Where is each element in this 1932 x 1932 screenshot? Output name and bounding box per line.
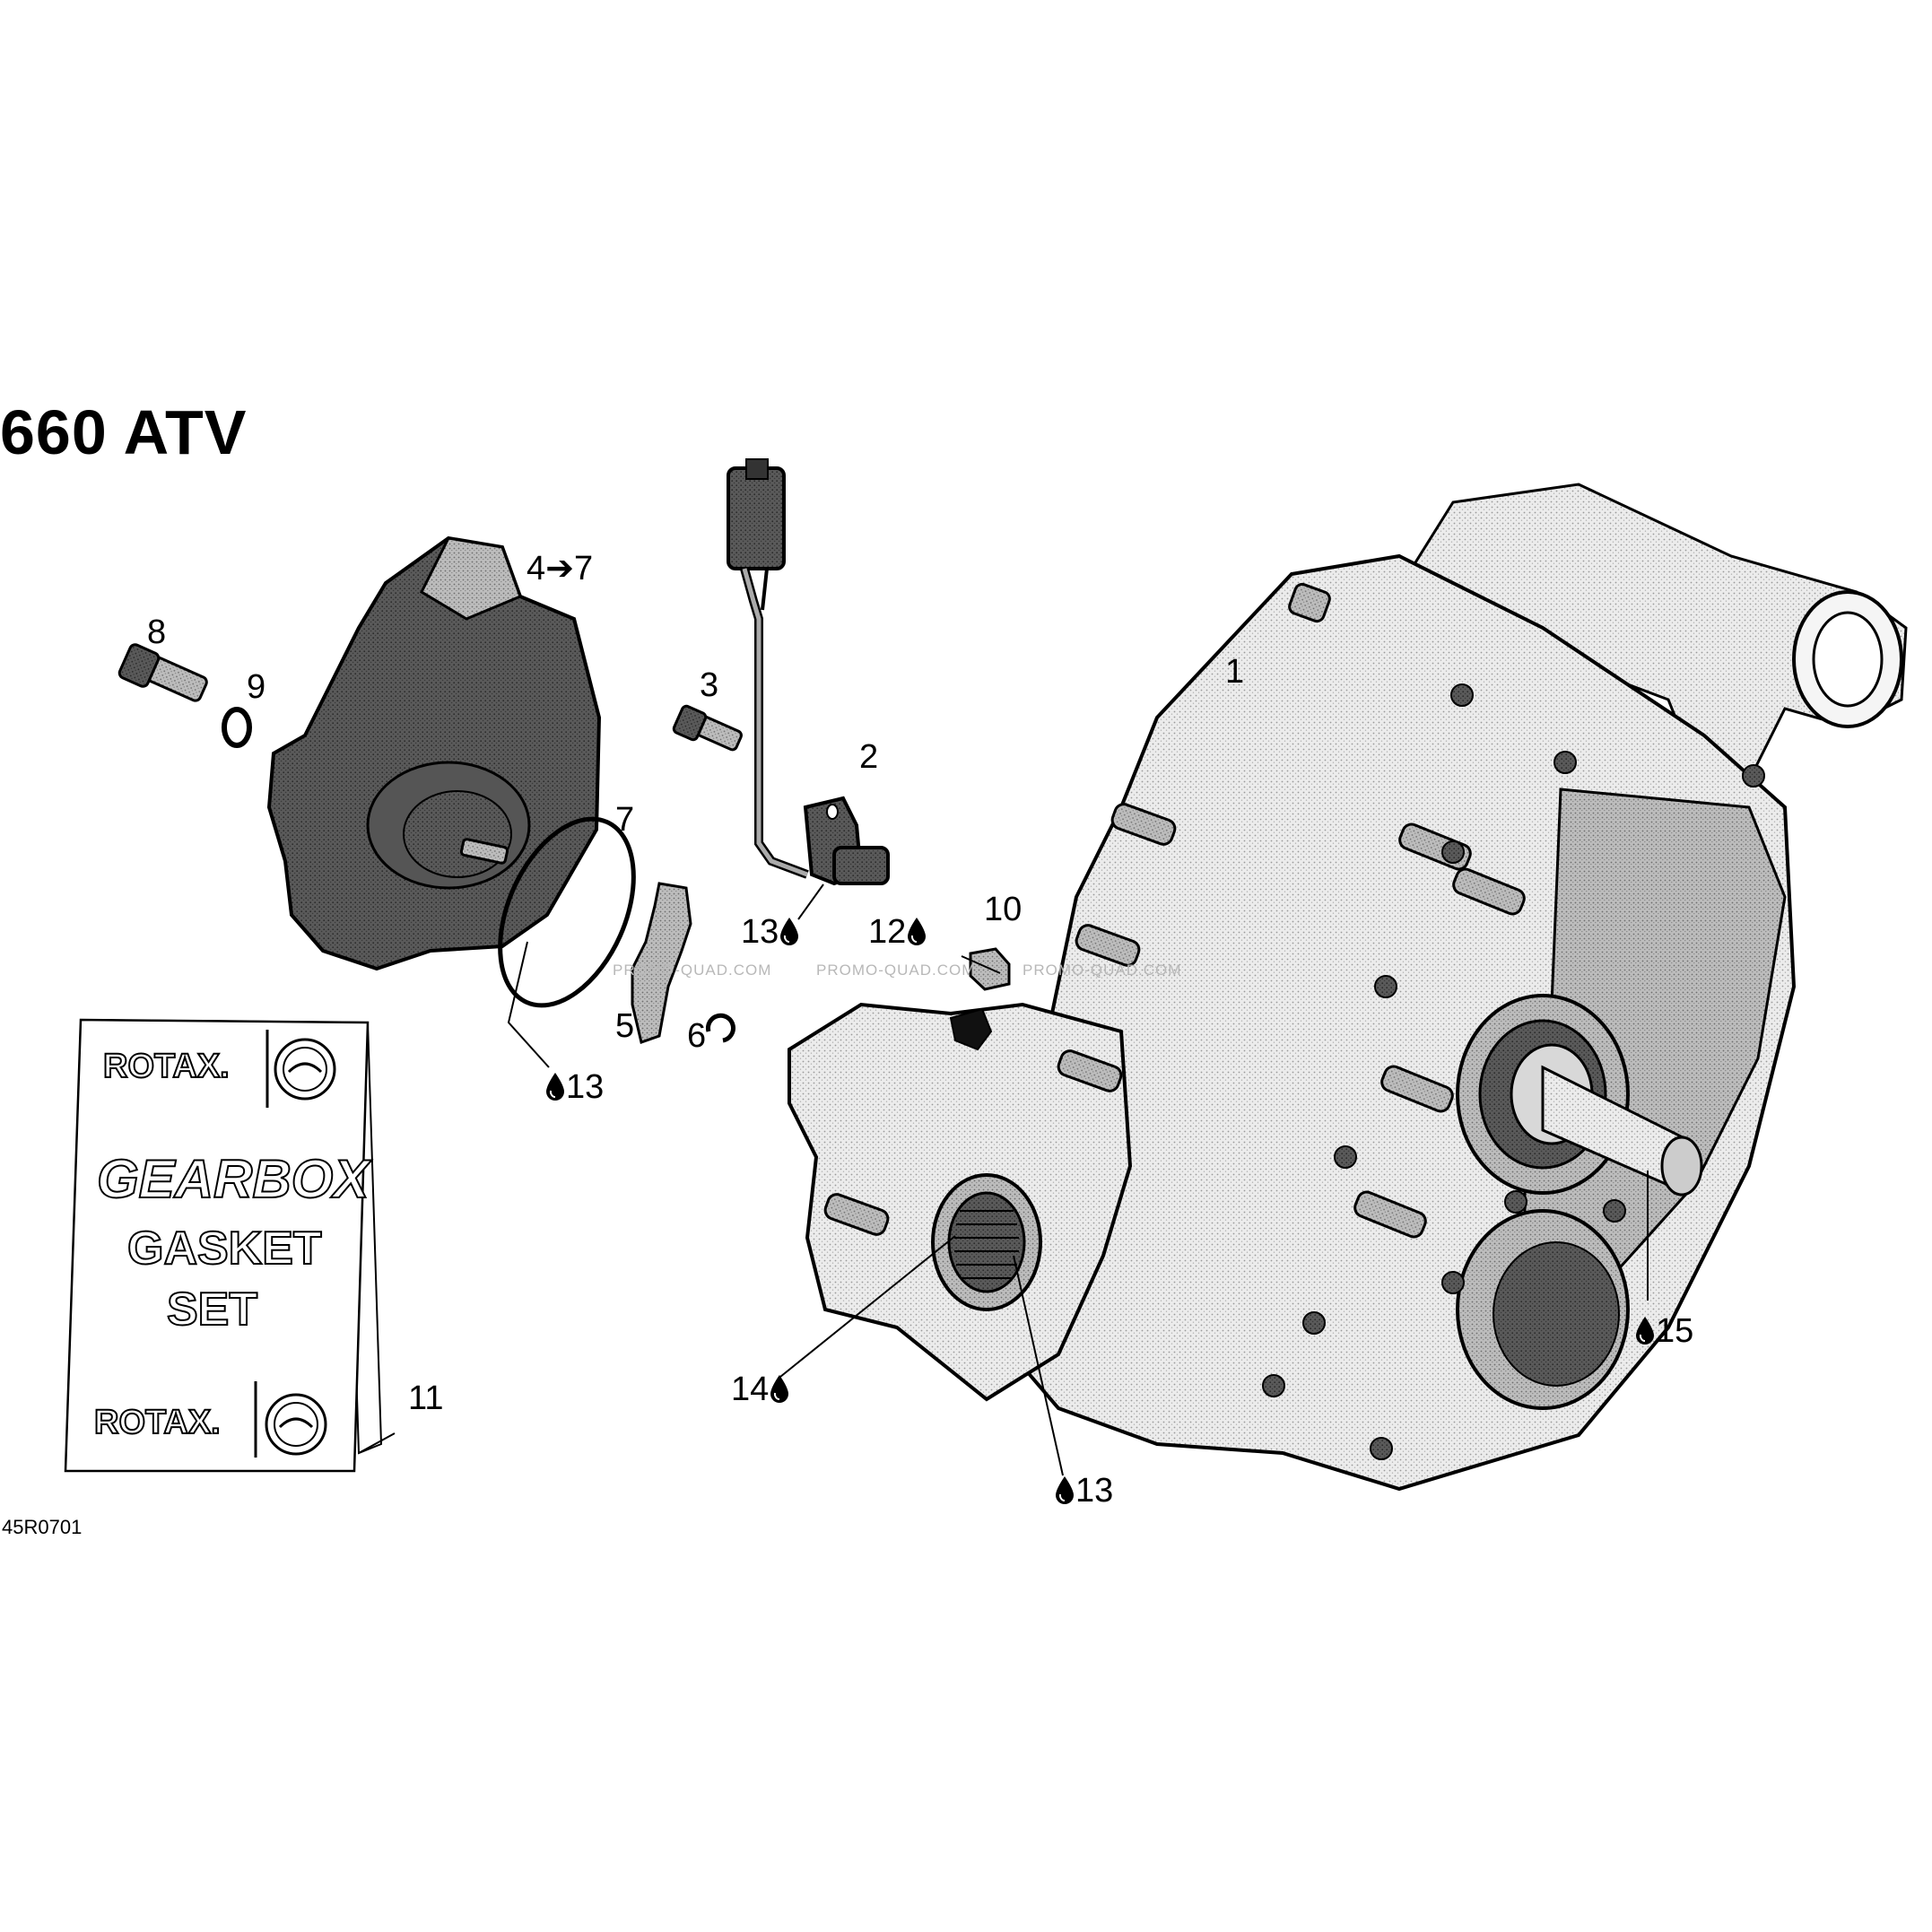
oil-drop-icon	[1636, 1317, 1654, 1345]
callout-14: 14	[731, 1372, 790, 1406]
gasket-set-card-item-11	[64, 1018, 383, 1473]
oil-drop-icon	[1056, 1476, 1074, 1504]
leader-lines	[358, 883, 1649, 1476]
brp-logo-icon	[274, 1038, 336, 1101]
speed-sensor-item-2	[727, 458, 890, 886]
bolt-item-8	[117, 643, 208, 702]
callout-13-oring-number: 13	[566, 1068, 605, 1106]
watermark: PROMO-QUAD.COM	[613, 962, 772, 979]
callout-4-7: 4➔7	[527, 550, 594, 587]
diagram-title: 660 ATV	[0, 397, 248, 467]
callout-12-number: 12	[868, 913, 907, 951]
callout-2: 2	[859, 738, 879, 776]
o-ring-item-7	[498, 816, 636, 1008]
callout-13-sensor: 13	[741, 915, 800, 949]
callout-13-oring: 13	[544, 1070, 604, 1104]
callout-10: 10	[984, 891, 1023, 928]
oil-drop-icon	[780, 918, 799, 945]
brp-logo-icon	[265, 1393, 327, 1456]
reference-code: 45R0701	[2, 1516, 83, 1538]
gasket-kit-line1: GEARBOX	[96, 1148, 370, 1210]
callout-7: 7	[615, 801, 635, 839]
actuator-cover-item-4	[266, 535, 602, 971]
callout-8: 8	[147, 614, 167, 651]
gasket-kit-line2: GASKET	[126, 1222, 323, 1275]
gasket-kit-brand-bottom: ROTAX.	[93, 1403, 222, 1442]
callout-1: 1	[1225, 653, 1245, 691]
watermark: PROMO-QUAD.COM	[1023, 962, 1182, 979]
oil-drop-icon	[770, 1375, 789, 1403]
shift-lever-item-5	[631, 882, 692, 1044]
callout-12: 12	[868, 915, 927, 949]
circlip-item-6	[706, 1013, 735, 1043]
callout-13-main-number: 13	[1075, 1472, 1114, 1510]
callout-14-number: 14	[731, 1371, 770, 1408]
callout-9: 9	[247, 668, 266, 706]
gasket-kit-brand-top: ROTAX.	[102, 1047, 231, 1086]
callout-13-sensor-number: 13	[741, 913, 779, 951]
bolt-item-3	[672, 704, 743, 752]
callout-11: 11	[408, 1379, 444, 1417]
oil-drop-icon	[908, 918, 927, 945]
callout-3: 3	[700, 666, 719, 704]
callout-15-number: 15	[1656, 1312, 1694, 1350]
washer-item-9	[222, 707, 252, 748]
callout-13-main: 13	[1054, 1474, 1113, 1508]
gasket-kit-line3: SET	[166, 1283, 258, 1336]
callout-15: 15	[1634, 1314, 1693, 1348]
watermark: PROMO-QUAD.COM	[816, 962, 976, 979]
callout-5: 5	[615, 1007, 635, 1045]
callout-6: 6	[687, 1017, 707, 1055]
gearbox-body-item-1	[788, 483, 1908, 1492]
oil-drop-icon	[546, 1073, 564, 1101]
